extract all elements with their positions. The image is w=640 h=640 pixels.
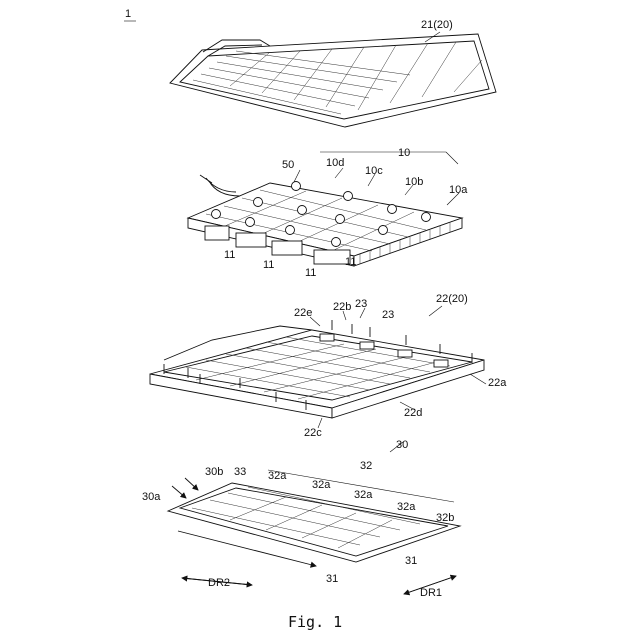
connector-label: 50 xyxy=(282,159,294,171)
tray-c-label: 22c xyxy=(304,427,322,439)
header-label: 33 xyxy=(234,466,246,478)
module-b-label: 10b xyxy=(405,176,423,188)
module-a-label: 10a xyxy=(449,184,468,196)
stud-label-1: 23 xyxy=(355,298,367,310)
module-group-label: 10 xyxy=(398,147,410,159)
cell-label-2: 11 xyxy=(263,259,274,271)
cover-label: 21(20) xyxy=(421,19,453,31)
tray-label: 22(20) xyxy=(436,293,468,305)
tray-22 xyxy=(150,320,484,418)
channel-end-label: 32b xyxy=(436,512,454,524)
tray-wall-e-label: 22e xyxy=(294,307,312,319)
channel-label-4: 32a xyxy=(397,501,416,513)
inlet-b-label: 30b xyxy=(205,466,223,478)
channel-label-3: 32a xyxy=(354,489,373,501)
inlet-a-label: 30a xyxy=(142,491,161,503)
module-d-label: 10d xyxy=(326,157,344,169)
plate-label-1: 31 xyxy=(326,573,338,585)
cell-label-3: 11 xyxy=(305,267,316,279)
channel-label-2: 32a xyxy=(312,479,331,491)
direction-1-label: DR1 xyxy=(420,587,442,599)
tray-b-label: 22b xyxy=(333,301,351,313)
cooler-30 xyxy=(168,478,460,566)
assembly-ref-label: 1 xyxy=(125,8,131,20)
channel-label-1: 32a xyxy=(268,470,287,482)
cell-label-1: 11 xyxy=(224,249,235,261)
plate-label-2: 31 xyxy=(405,555,417,567)
module-c-label: 10c xyxy=(365,165,383,177)
direction-2-label: DR2 xyxy=(208,577,230,589)
tray-a-label: 22a xyxy=(488,377,507,389)
cooler-label: 30 xyxy=(396,439,408,451)
channel-group-label: 32 xyxy=(360,460,372,472)
tray-d-label: 22d xyxy=(404,407,422,419)
cell-label-4: 11 xyxy=(345,256,356,268)
harness-cable xyxy=(206,178,236,192)
figure-caption: Fig. 1 xyxy=(288,613,342,631)
cover-21 xyxy=(170,34,496,127)
stud-label-2: 23 xyxy=(382,309,394,321)
